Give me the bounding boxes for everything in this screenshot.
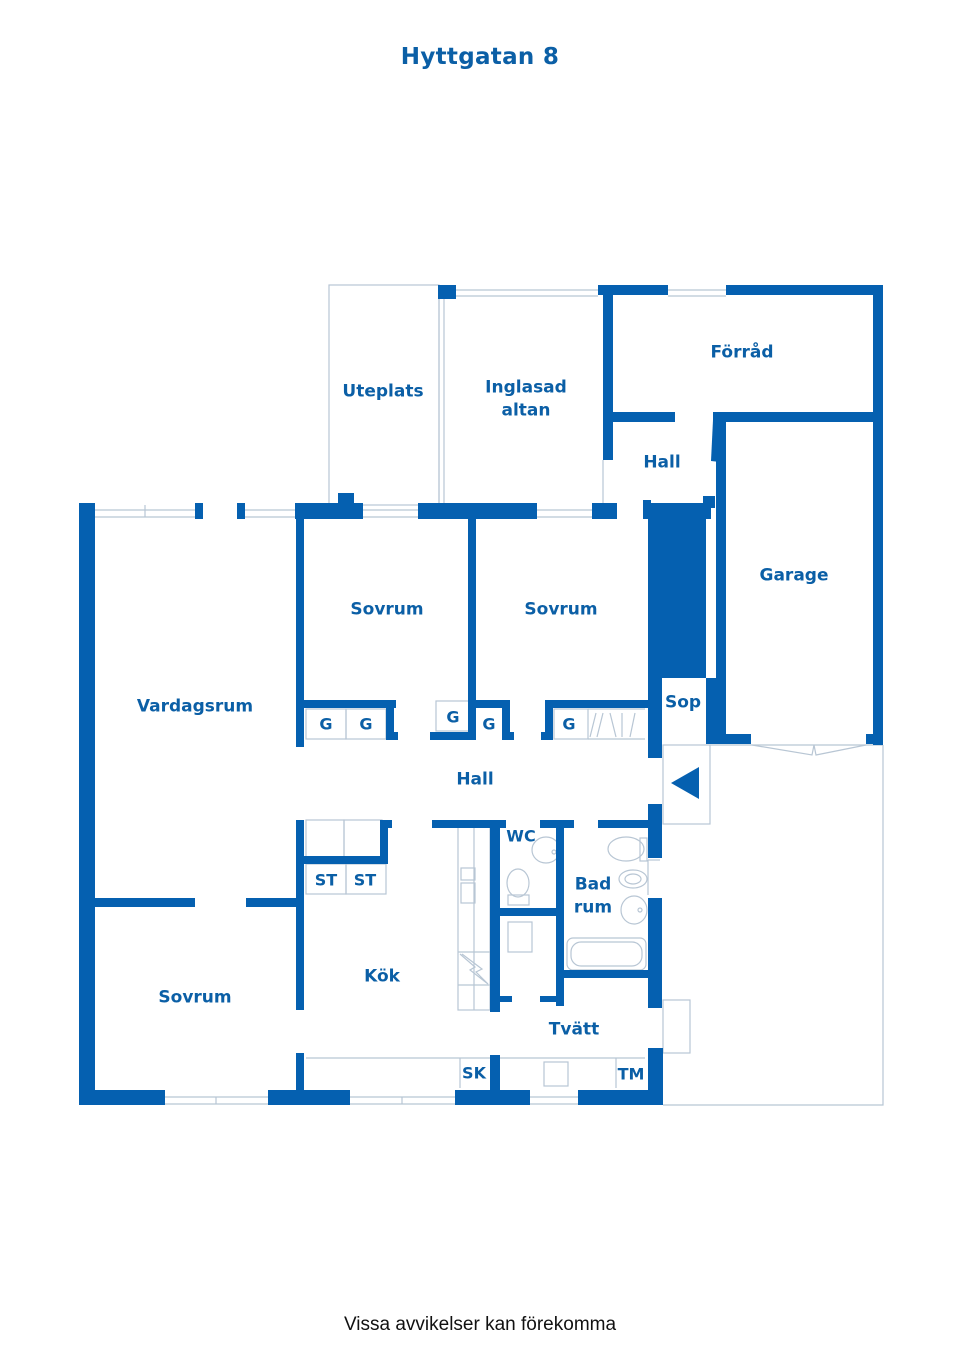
- room-hall-main: Hall: [456, 769, 494, 790]
- walls: [79, 285, 883, 1105]
- wardrobe-label: G: [359, 714, 373, 734]
- storage-label: ST: [353, 870, 377, 890]
- room-badrum: Bad: [574, 874, 612, 895]
- entrance-arrow-icon: [671, 767, 699, 799]
- tm-label: TM: [617, 1064, 645, 1084]
- sk-label: SK: [462, 1063, 486, 1083]
- wardrobe-label: G: [446, 707, 460, 727]
- wardrobe-label: G: [482, 714, 496, 734]
- room-wc: WC: [506, 826, 536, 846]
- room-sovrum-2: Sovrum: [524, 599, 598, 620]
- room-garage: Garage: [759, 565, 829, 586]
- room-kok: Kök: [364, 966, 400, 987]
- room-badrum-line2: rum: [573, 897, 613, 918]
- storage-label: ST: [314, 870, 338, 890]
- wardrobe-label: G: [319, 714, 333, 734]
- room-inglasad-altan: Inglasad: [485, 377, 567, 398]
- room-forrad: Förråd: [710, 342, 774, 363]
- room-sop: Sop: [664, 692, 702, 713]
- room-hall-upper: Hall: [643, 452, 681, 473]
- room-tvatt: Tvätt: [548, 1019, 600, 1040]
- room-sovrum-1: Sovrum: [350, 599, 424, 620]
- disclaimer-footer: Vissa avvikelser kan förekomma: [343, 1314, 617, 1335]
- room-sovrum-3: Sovrum: [158, 987, 232, 1008]
- room-vardagsrum: Vardagsrum: [136, 696, 254, 717]
- room-inglasad-altan-line2: altan: [501, 400, 551, 421]
- page-title: Hyttgatan 8: [400, 44, 560, 70]
- wardrobe-label: G: [562, 714, 576, 734]
- room-uteplats: Uteplats: [342, 381, 424, 402]
